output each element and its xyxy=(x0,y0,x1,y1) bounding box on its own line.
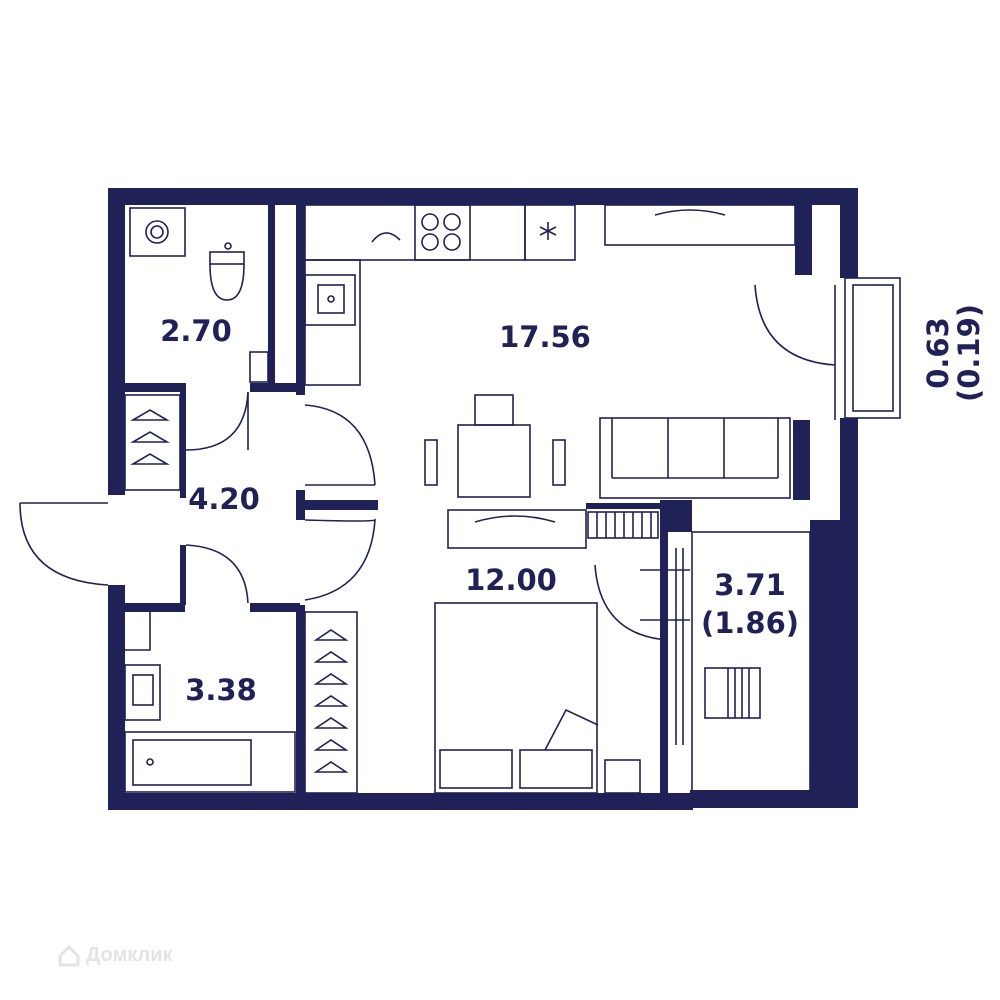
room-area-hall: 4.20 xyxy=(188,482,260,516)
walls xyxy=(108,188,858,810)
room-area-loggia: 3.71 xyxy=(714,568,786,602)
room-area-bedroom: 12.00 xyxy=(465,563,557,597)
room-area-balcony: 0.63 xyxy=(921,317,955,389)
fixtures xyxy=(19,204,901,795)
room-area-balcony-reduced: (0.19) xyxy=(952,304,986,402)
room-area-kitchen-living: 17.56 xyxy=(499,320,591,354)
watermark: Домклик xyxy=(58,944,173,967)
balcony-label-group: 0.63 (0.19) xyxy=(921,304,986,402)
watermark-text: Домклик xyxy=(86,944,173,966)
room-area-bathroom-wc: 2.70 xyxy=(160,314,232,348)
room-area-loggia-reduced: (1.86) xyxy=(701,606,799,640)
room-area-bathroom: 3.38 xyxy=(185,673,257,707)
house-logo-icon xyxy=(58,945,80,966)
